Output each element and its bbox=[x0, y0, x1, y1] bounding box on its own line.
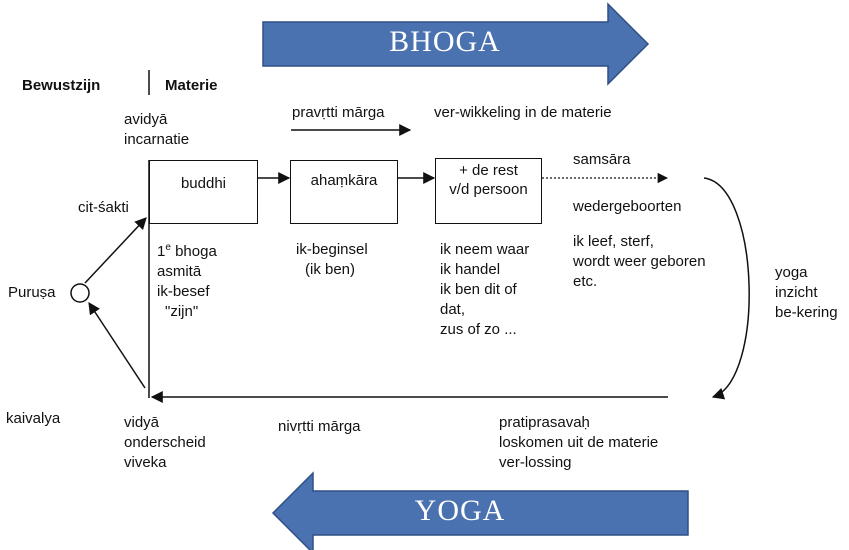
pravrtti-marga-label: pravṛtti mārga bbox=[292, 104, 385, 121]
bhoga-arrow-shape bbox=[262, 2, 650, 86]
bewustzijn-header: Bewustzijn bbox=[22, 77, 101, 94]
ik-ben-label: (ik ben) bbox=[305, 261, 356, 278]
asmita-label: asmitā bbox=[157, 263, 202, 280]
ahamkara-box: ahaṃkāra bbox=[290, 160, 398, 224]
rest-box-label-2: v/d persoon bbox=[449, 181, 528, 198]
purusha-label: Puruṣa bbox=[8, 284, 56, 301]
yoga-side-notes: yoga inzicht be-kering bbox=[775, 263, 838, 323]
life-notes: ik leef, sterf, wordt weer geboren etc. bbox=[573, 232, 706, 292]
buddhi-box: buddhi bbox=[149, 160, 258, 224]
ik-beginsel-label: ik-beginsel bbox=[296, 241, 368, 258]
avidya-label: avidyā bbox=[124, 111, 168, 128]
first-bhoga-word: bhoga bbox=[170, 243, 217, 260]
vidya-1: onderscheid bbox=[124, 434, 206, 451]
purusha-up-arrow bbox=[84, 217, 147, 284]
return-notes: pratiprasavaḥ loskomen uit de materie ve… bbox=[499, 413, 658, 473]
first-bhoga-label: 1e bhoga bbox=[157, 238, 217, 262]
return-note-1: loskomen uit de materie bbox=[499, 434, 659, 451]
buddhi-notes: 1e bhoga asmitā ik-besef "zijn" bbox=[157, 238, 217, 322]
yoga-arrow-shape bbox=[271, 471, 689, 550]
vidya-notes: vidyā onderscheid viveka bbox=[124, 413, 206, 473]
yoga-side-2: be-kering bbox=[775, 304, 838, 321]
return-note-0: pratiprasavaḥ bbox=[499, 414, 590, 431]
rest-box: + de rest v/d persoon bbox=[435, 158, 542, 224]
ik-besef-label: ik-besef bbox=[157, 283, 210, 300]
first-bhoga-sup: e bbox=[165, 242, 171, 253]
vidya-2: viveka bbox=[124, 454, 167, 471]
zijn-label: "zijn" bbox=[165, 303, 199, 320]
bhoga-banner-label: BHOGA bbox=[389, 25, 501, 58]
yoga-side-0: yoga bbox=[775, 264, 808, 281]
first-bhoga-number: 1 bbox=[157, 243, 166, 260]
incarnatie-label: incarnatie bbox=[124, 131, 190, 148]
purusha-circle bbox=[70, 283, 90, 303]
vidya-0: vidyā bbox=[124, 414, 160, 431]
return-curve-arrow bbox=[703, 177, 750, 400]
rest-note-2: ik ben dit of bbox=[440, 281, 517, 298]
nivrtti-marga-label: nivṛtti mārga bbox=[278, 418, 361, 435]
rest-note-0: ik neem waar bbox=[440, 241, 530, 258]
return-note-2: ver-lossing bbox=[499, 454, 572, 471]
life-note-0: ik leef, sterf, bbox=[573, 233, 654, 250]
entanglement-label: ver-wikkeling in de materie bbox=[434, 104, 612, 121]
rebirths-label: wedergeboorten bbox=[573, 198, 682, 215]
ahamkara-box-label: ahaṃkāra bbox=[310, 172, 378, 189]
samsara-label: samsāra bbox=[573, 151, 631, 168]
rest-notes: ik neem waar ik handel ik ben dit of dat… bbox=[440, 240, 529, 340]
rest-box-label-1: + de rest bbox=[459, 162, 518, 179]
life-note-2: etc. bbox=[573, 273, 598, 290]
yoga-side-1: inzicht bbox=[775, 284, 818, 301]
kaivalya-label: kaivalya bbox=[6, 410, 61, 427]
buddhi-box-label: buddhi bbox=[180, 175, 227, 192]
purusha-return-arrow bbox=[88, 301, 146, 389]
materie-header: Materie bbox=[165, 77, 218, 94]
rest-note-3: dat, bbox=[440, 301, 466, 318]
cit-shakti-label: cit-śakti bbox=[78, 199, 129, 216]
rest-note-4: zus of zo ... bbox=[440, 321, 517, 338]
life-note-1: wordt weer geboren bbox=[573, 253, 706, 270]
rest-note-1: ik handel bbox=[440, 261, 501, 278]
yoga-banner-label: YOGA bbox=[414, 494, 506, 527]
ahamkara-notes: ik-beginsel (ik ben) bbox=[296, 240, 368, 280]
